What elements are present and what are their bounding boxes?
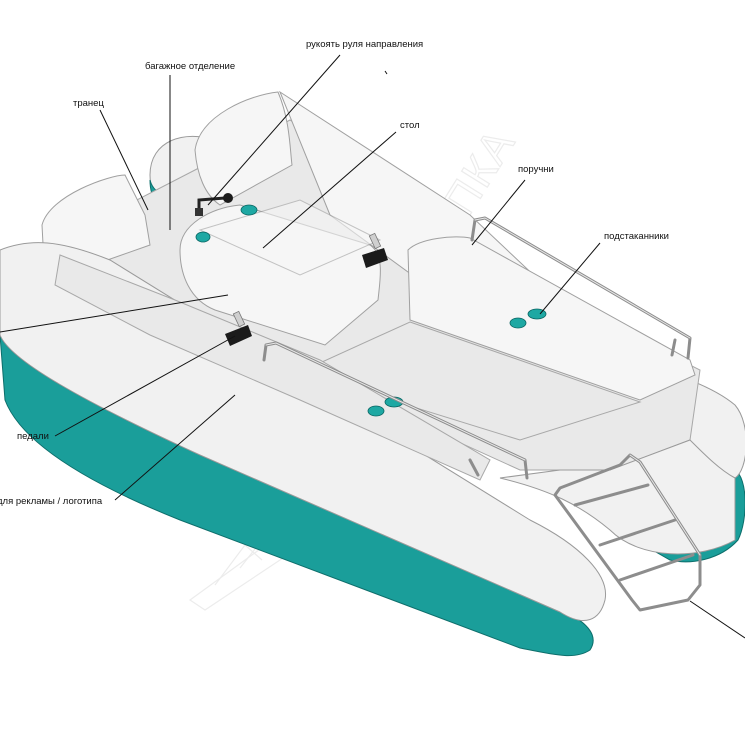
label-handrails: поручни: [518, 164, 554, 175]
label-transom: транец: [73, 98, 104, 109]
front-pontoon: [0, 242, 607, 657]
deck-sidewall: [499, 439, 736, 555]
rudder-handle: [195, 193, 233, 216]
pedal: [225, 325, 252, 346]
cup-holder: [195, 231, 211, 243]
label-rudder-handle: рукоять руля направления: [306, 39, 424, 50]
leader-lines: [0, 54, 745, 639]
label-cup-holders: подстаканники: [604, 231, 669, 242]
label-ad-space: для рекламы / логотипа: [0, 496, 103, 507]
cup-holder: [240, 204, 258, 216]
cup-holder: [367, 405, 385, 417]
pedal: [362, 248, 388, 268]
table-console: [179, 199, 382, 346]
label-pedals: педали: [17, 431, 49, 442]
label-storage: багажное отделение: [145, 61, 236, 72]
label-table: стол: [400, 120, 420, 131]
handrail-rear: [470, 216, 692, 360]
cup-holder: [509, 317, 527, 329]
pedals: [225, 232, 388, 346]
boarding-ladder: [553, 453, 702, 612]
handrail-front: [262, 341, 529, 480]
